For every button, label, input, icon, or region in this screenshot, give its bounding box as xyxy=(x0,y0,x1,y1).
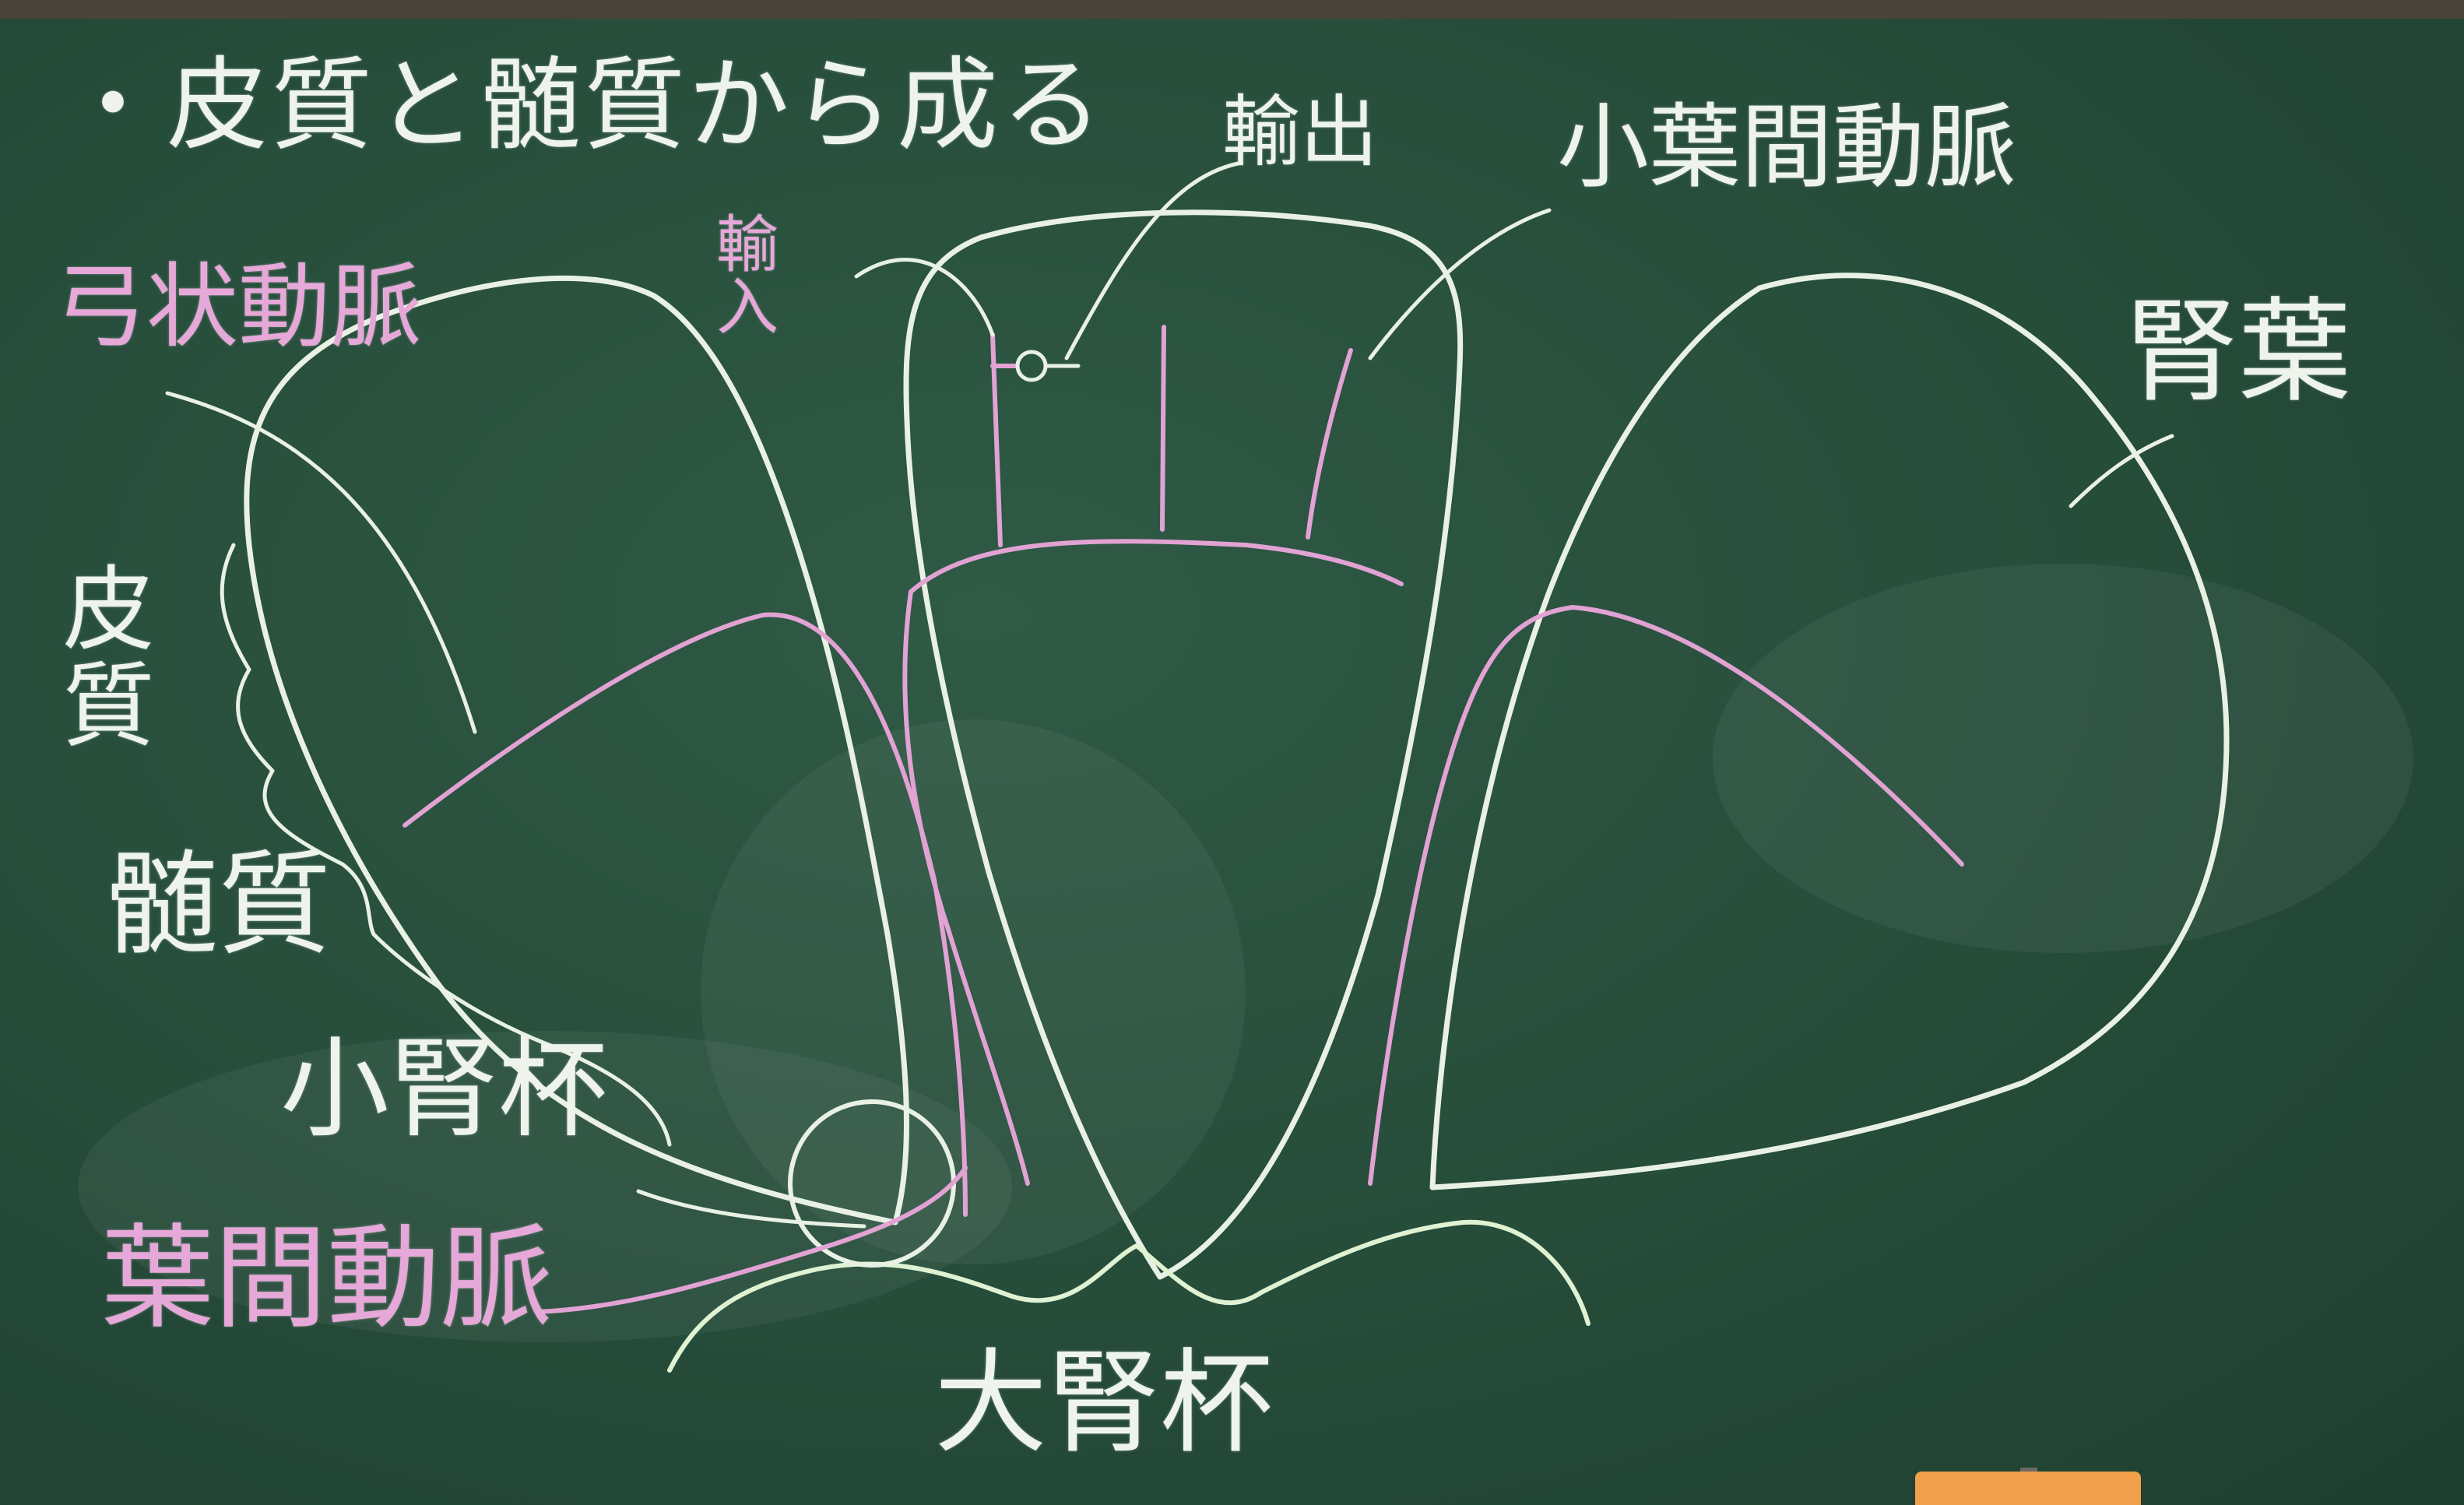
kidney-lobe-label: 腎葉 xyxy=(2125,287,2351,418)
pointer-efferent xyxy=(1064,161,1240,360)
pointer-arcuate xyxy=(165,391,477,734)
interlobar-artery-label: 葉間動脈 xyxy=(101,1213,553,1345)
interlobar-artery-center xyxy=(902,589,1030,1186)
minor-calyx-circle xyxy=(788,1099,956,1268)
medulla-boundary xyxy=(220,543,672,1147)
arcuate-artery-center xyxy=(909,539,1404,594)
efferent-label: 輸出 xyxy=(1222,86,1378,178)
pointer-kidney-lobe xyxy=(2069,434,2174,508)
medulla-label: 髄質 xyxy=(105,839,331,971)
eraser-smudge xyxy=(1713,564,2413,953)
right-lobe-outline xyxy=(1429,273,2230,1190)
chalk-eraser[interactable] xyxy=(1915,1472,2141,1505)
arcuate-artery-label: 弓状動脈 xyxy=(54,253,423,360)
interlobular-artery xyxy=(1306,348,1353,540)
cortex-label: 皮質 xyxy=(47,561,154,754)
center-lobe-outline xyxy=(903,209,1464,1280)
pointer-interlobular xyxy=(1368,208,1552,360)
interlobular-artery xyxy=(1160,325,1166,532)
minor-calyx-label: 小腎杯 xyxy=(280,1026,608,1153)
board-frame xyxy=(0,0,2464,19)
left-lobe-outline xyxy=(244,275,909,1225)
interlobular-artery-label: 小葉間動脈 xyxy=(1557,93,2017,201)
afferent-label: 輸入 xyxy=(716,209,779,343)
interlobular-artery xyxy=(990,332,1003,547)
interlobar-artery-left xyxy=(535,1166,968,1314)
pointer-minor-calyx xyxy=(636,1189,866,1229)
board-title: ・皮質と髄質から成る xyxy=(62,46,1106,164)
eraser-smudge xyxy=(78,1031,1012,1342)
arcuate-artery-right xyxy=(1368,605,1964,1186)
glomerulus xyxy=(1015,350,1048,382)
major-calyx-label: 大腎杯 xyxy=(934,1338,1273,1469)
arcuate-artery-left xyxy=(402,612,968,1217)
chalkboard xyxy=(0,19,2464,1505)
pointer-afferent xyxy=(854,258,995,337)
major-calyx-outline xyxy=(667,1219,1591,1373)
